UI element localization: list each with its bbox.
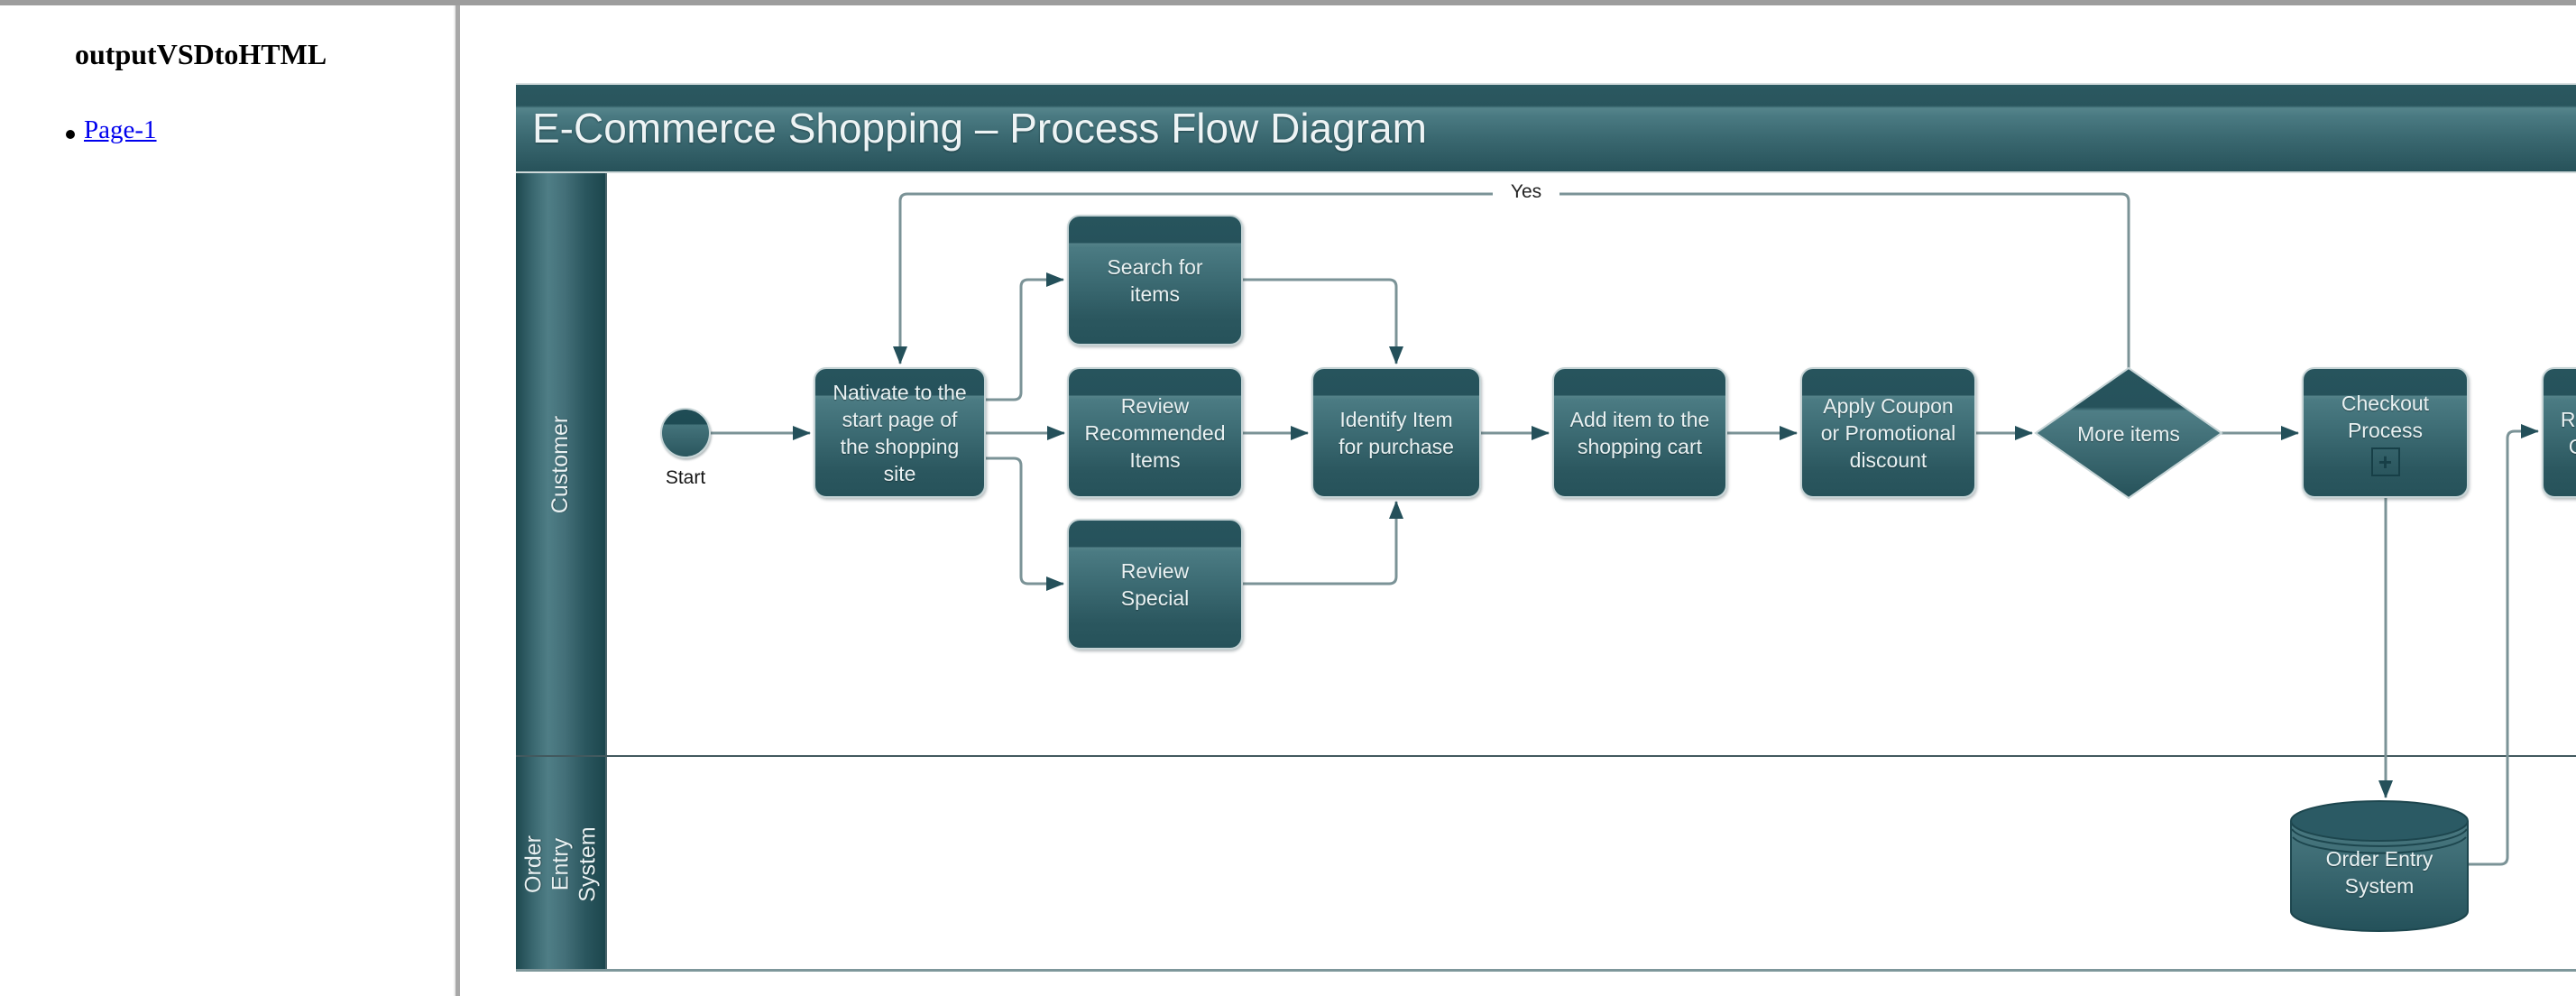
subprocess-plus-icon: +: [2370, 447, 2400, 476]
diagram-title-bar: E-Commerce Shopping – Process Flow Diagr…: [516, 83, 2576, 173]
process-review-special: Review Special: [1067, 519, 1243, 650]
edge-navigate-to-review-special: [986, 456, 1064, 591]
lane-divider-line: [516, 755, 2576, 757]
process-receive-order-label: Receive Order Confirmation: [2560, 407, 2576, 458]
process-review-recommended: Review Recommended Items: [1067, 367, 1243, 498]
lane-border-vertical: [605, 173, 607, 972]
process-search-items-label: Search for items: [1107, 254, 1203, 306]
process-navigate-label: Nativate to the start page of the shoppi…: [833, 380, 967, 485]
process-review-recommended-label: Review Recommended Items: [1084, 393, 1226, 472]
edge-navigate-to-search: [986, 272, 1064, 401]
frame-divider[interactable]: [454, 5, 460, 996]
frame-top-border: [0, 0, 2576, 5]
start-label: Start: [665, 467, 706, 488]
process-identify-item: Identify Item for purchase: [1311, 367, 1481, 498]
process-checkout: Checkout Process +: [2302, 367, 2469, 498]
start-event-shape: [660, 408, 711, 458]
datastore-order-entry-system-shape: [2290, 800, 2469, 932]
cylinder-lid-line: [2292, 836, 2467, 854]
process-identify-item-label: Identify Item for purchase: [1339, 407, 1454, 458]
datastore-order-entry-system-label: Order Entry System: [2325, 847, 2433, 898]
list-bullet: [66, 130, 75, 139]
process-receive-order: Receive Order Confirmation: [2542, 367, 2576, 498]
process-navigate: Nativate to the start page of the shoppi…: [814, 367, 986, 498]
edge-review-special-to-identify: [1243, 501, 1403, 586]
edge-order-entry-db-to-receive: [2469, 424, 2539, 866]
process-add-to-cart-label: Add item to the shopping cart: [1569, 407, 1710, 458]
cylinder-top: [2290, 800, 2469, 842]
cylinder-body: [2290, 821, 2469, 932]
diagram-title: E-Commerce Shopping – Process Flow Diagr…: [532, 105, 1427, 152]
process-review-special-label: Review Special: [1120, 558, 1190, 610]
process-add-to-cart: Add item to the shopping cart: [1552, 367, 1727, 498]
process-apply-coupon-label: Apply Coupon or Promotional discount: [1820, 393, 1956, 472]
sidebar-link-page-1[interactable]: Page-1: [84, 115, 157, 144]
diagram-bottom-border: [516, 969, 2576, 972]
edge-search-to-identify: [1243, 278, 1403, 364]
decision-more-items-label: More items: [2077, 422, 2180, 446]
process-apply-coupon: Apply Coupon or Promotional discount: [1800, 367, 1976, 498]
decision-more-items-shape: [2034, 366, 2223, 500]
edge-label-yes: Yes: [1493, 181, 1559, 203]
lane-header-customer: Customer: [516, 173, 605, 755]
sidebar-title: outputVSDtoHTML: [75, 38, 327, 70]
process-search-items: Search for items: [1067, 215, 1243, 346]
process-checkout-label: Checkout Process: [2341, 391, 2430, 442]
cylinder-lid-line: [2291, 828, 2468, 847]
lane-header-order-entry-system: Order Entry System: [516, 757, 605, 972]
